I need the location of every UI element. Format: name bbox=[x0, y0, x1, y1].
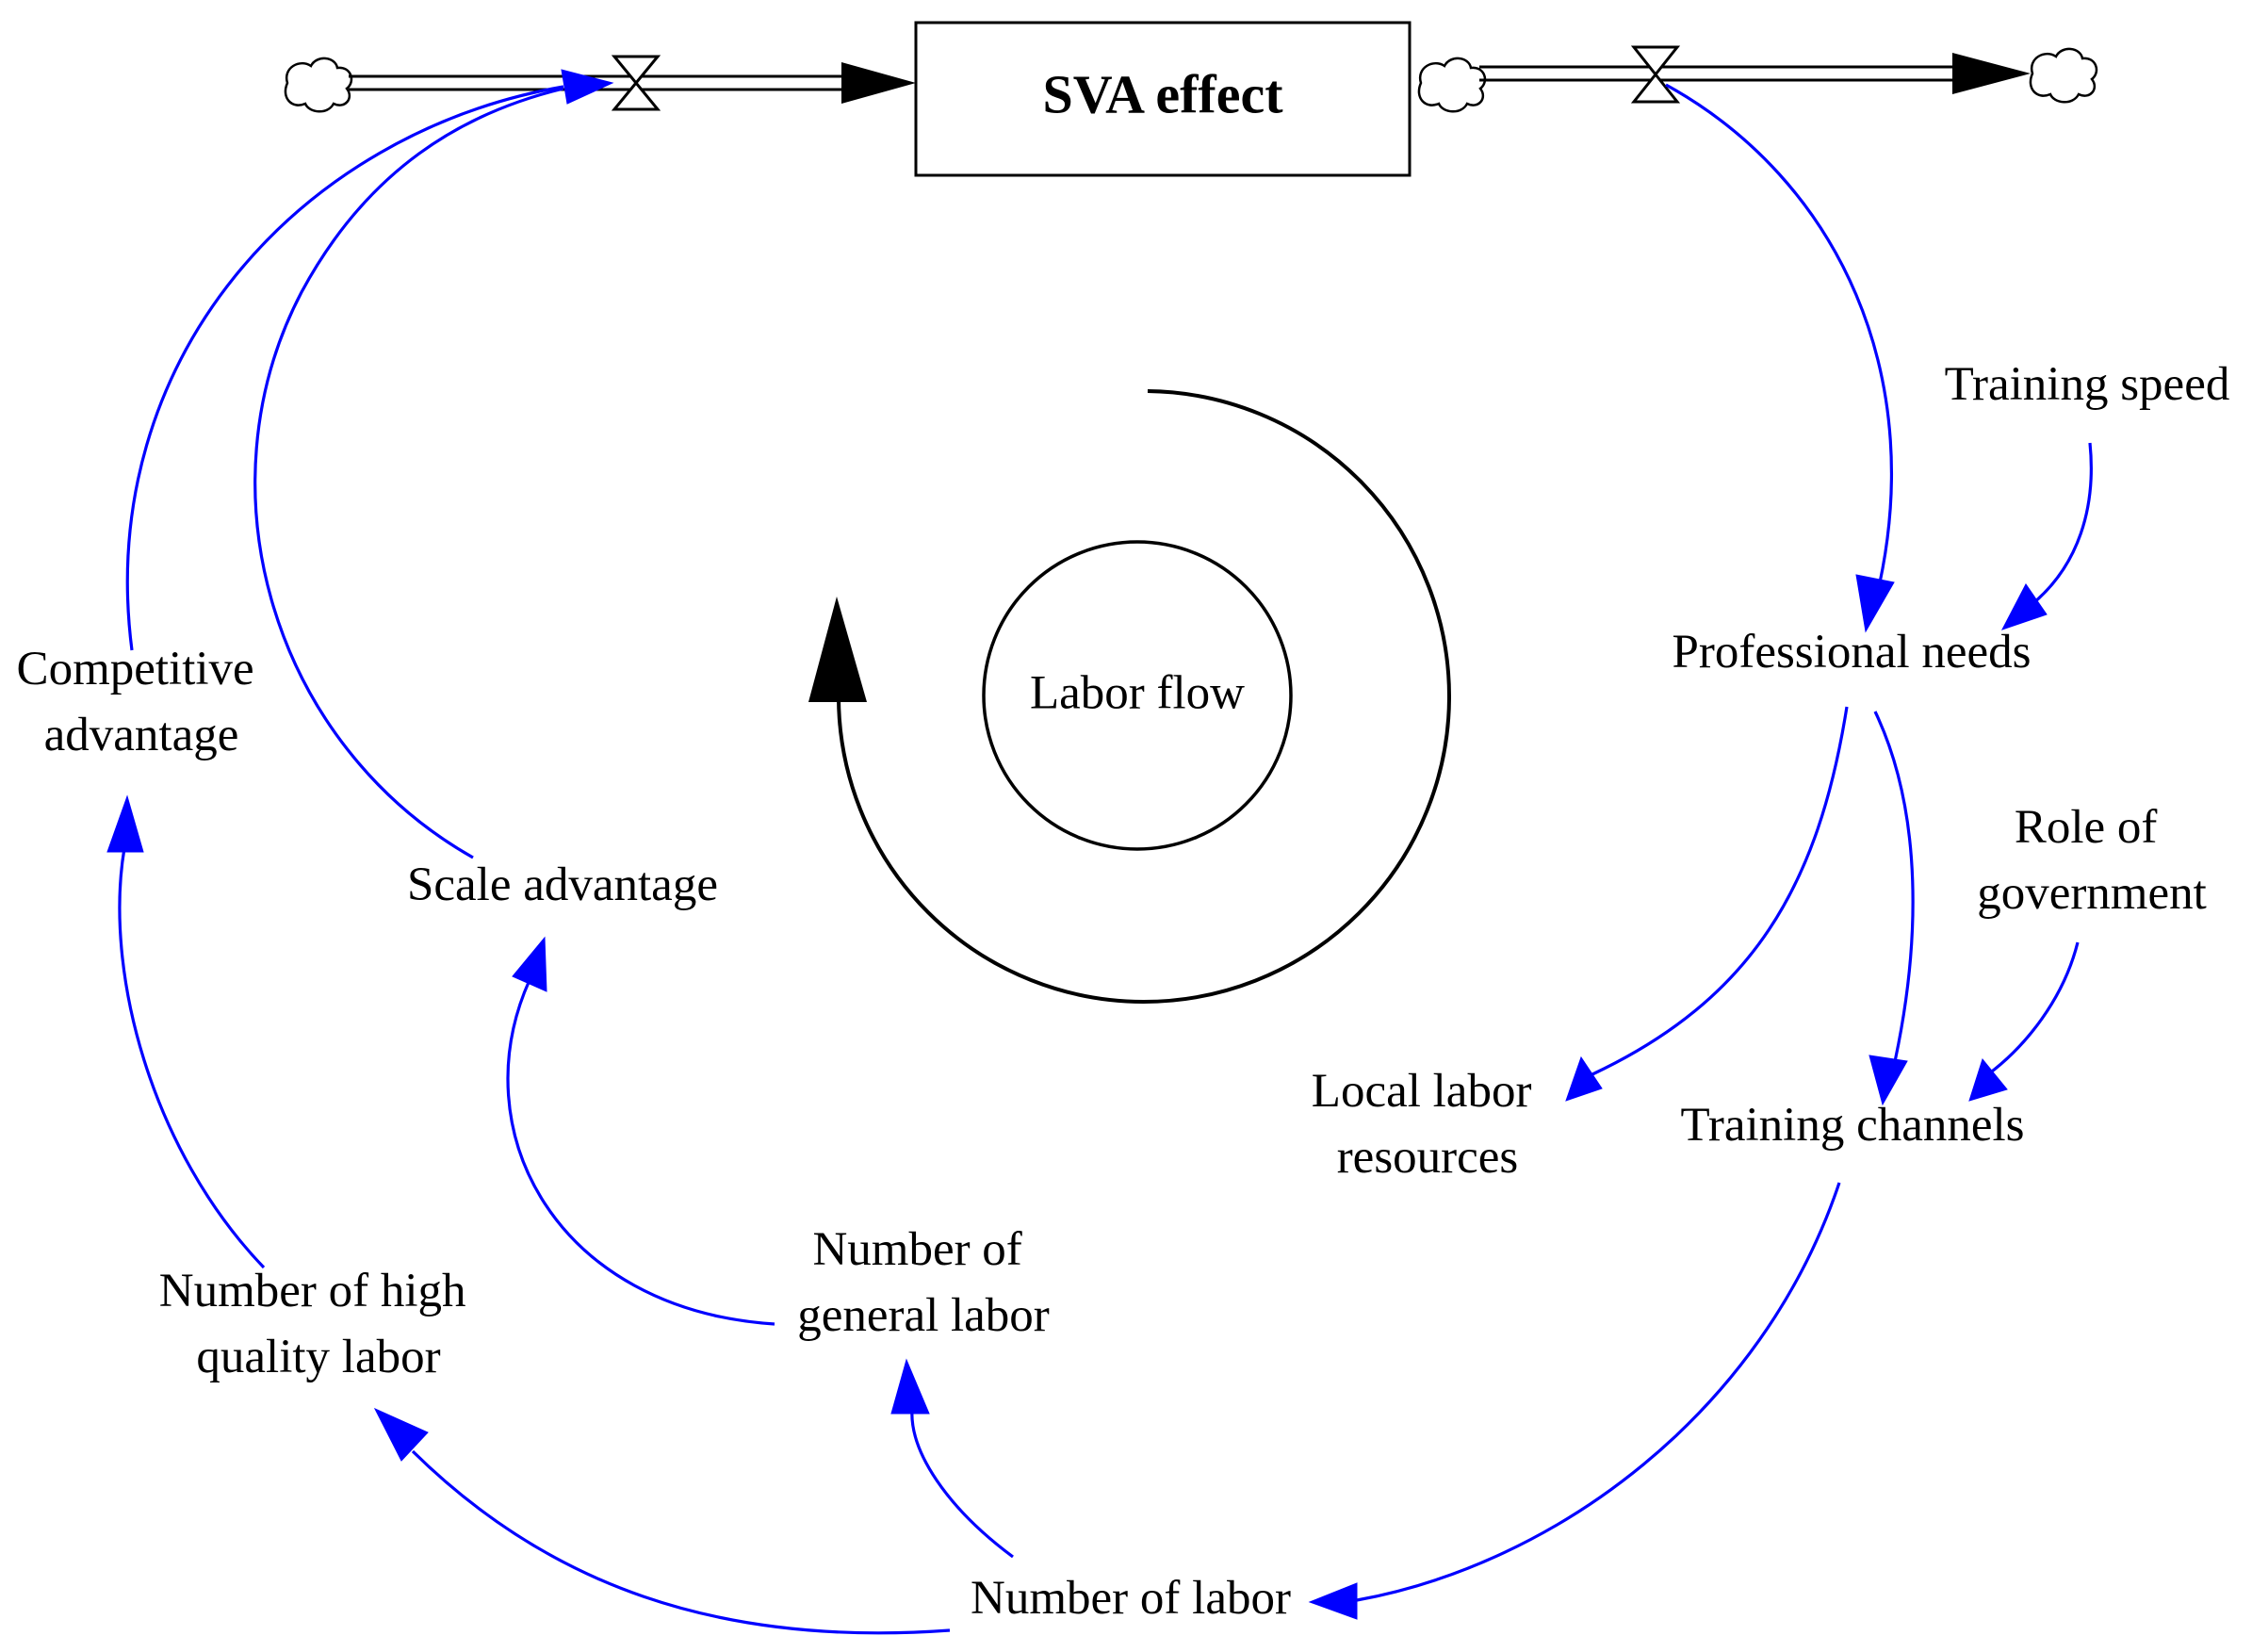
outflow-source-cloud-icon bbox=[1417, 57, 1487, 113]
link-role-of-government-to-training-channels bbox=[1987, 941, 2080, 1076]
link-outflow-to-professional-needs bbox=[1665, 83, 1893, 604]
variable-training-channels[interactable]: Training channels bbox=[1681, 1099, 2025, 1152]
link-number-of-labor-to-general-labor bbox=[910, 1408, 1014, 1559]
link-training-speed-to-professional-needs bbox=[2032, 442, 2093, 605]
source-cloud-icon bbox=[284, 57, 353, 113]
arrowhead bbox=[1968, 1057, 2008, 1102]
outflow bbox=[1417, 45, 2098, 113]
link-general-labor-to-scale-advantage bbox=[506, 979, 775, 1326]
variable-competitive-advantage[interactable]: Competitive advantage bbox=[17, 643, 267, 761]
sink-cloud-icon bbox=[2029, 47, 2098, 104]
arrowhead bbox=[373, 1407, 429, 1462]
variables: Training speed Professional needs Role o… bbox=[17, 358, 2230, 1625]
link-professional-needs-to-local-labor bbox=[1591, 706, 1849, 1076]
feedback-loop-indicator: Labor flow bbox=[808, 389, 1451, 1004]
arrowhead bbox=[561, 69, 614, 105]
stock-sva-effect[interactable]: SVA effect bbox=[914, 21, 1412, 177]
outflow-valve-icon[interactable] bbox=[1630, 45, 1681, 104]
stock-label: SVA effect bbox=[1042, 63, 1283, 124]
loop-label: Labor flow bbox=[1030, 667, 1245, 720]
link-high-quality-labor-to-competitive-advantage bbox=[118, 847, 266, 1269]
arrowhead bbox=[890, 1358, 930, 1415]
link-number-of-labor-to-high-quality-labor bbox=[411, 1449, 951, 1635]
variable-professional-needs[interactable]: Professional needs bbox=[1672, 626, 2031, 679]
inflow-valve-icon[interactable] bbox=[611, 55, 661, 111]
outflow-arrowhead bbox=[1952, 53, 2031, 94]
arrowhead bbox=[1565, 1055, 1603, 1102]
variable-number-of-general-labor[interactable]: Number of general labor bbox=[797, 1223, 1050, 1342]
loop-arrowhead bbox=[808, 597, 867, 702]
arrowhead bbox=[1308, 1582, 1358, 1620]
inflow-arrowhead bbox=[841, 62, 916, 104]
variable-number-of-labor[interactable]: Number of labor bbox=[971, 1572, 1291, 1625]
variable-number-of-high-quality-labor[interactable]: Number of high quality labor bbox=[159, 1265, 479, 1383]
variable-training-speed[interactable]: Training speed bbox=[1945, 358, 2230, 411]
arrowhead bbox=[1869, 1055, 1908, 1106]
link-competitive-advantage-to-inflow bbox=[125, 85, 564, 651]
variable-scale-advantage[interactable]: Scale advantage bbox=[407, 859, 718, 911]
variable-role-of-government[interactable]: Role of government bbox=[1977, 801, 2207, 920]
loop-circle bbox=[982, 540, 1293, 851]
loop-arc bbox=[837, 389, 1451, 1004]
causal-links bbox=[106, 69, 2093, 1635]
stock-box bbox=[914, 21, 1412, 177]
arrowhead bbox=[2000, 583, 2048, 630]
arrowhead bbox=[106, 794, 144, 853]
link-professional-needs-to-training-channels bbox=[1873, 711, 1915, 1075]
variable-local-labor-resources[interactable]: Local labor resources bbox=[1312, 1065, 1543, 1184]
link-scale-advantage-to-inflow bbox=[253, 87, 564, 859]
arrowhead bbox=[1855, 574, 1895, 633]
link-training-channels-to-number-of-labor bbox=[1356, 1182, 1841, 1602]
arrowhead bbox=[512, 936, 547, 992]
